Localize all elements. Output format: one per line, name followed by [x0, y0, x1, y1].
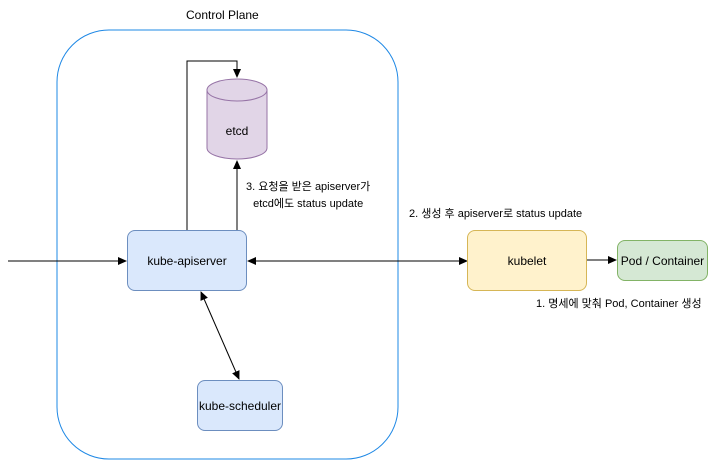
- control-plane-container: [56, 29, 399, 460]
- step3-note-line1: 3. 요청을 받은 apiserver가: [246, 181, 371, 193]
- pod-container-label: Pod / Container: [620, 253, 705, 268]
- step3-note-line2: etcd에도 status update: [253, 198, 364, 210]
- kubelet-node[interactable]: kubelet: [467, 230, 587, 291]
- step1-note: 1. 명세에 맞춰 Pod, Container 생성: [536, 298, 702, 310]
- etcd-cylinder[interactable]: [206, 78, 268, 160]
- step2-note: 2. 생성 후 apiserver로 status update: [409, 208, 583, 220]
- connector-apiserver-scheduler: [200, 291, 240, 380]
- kube-scheduler-label: kube-scheduler: [198, 398, 282, 413]
- kubelet-label: kubelet: [507, 253, 547, 268]
- connector-apiserver-to-etcd-loop: [186, 60, 241, 230]
- kube-apiserver-node[interactable]: kube-apiserver: [127, 230, 247, 291]
- control-plane-label: Control Plane: [186, 8, 259, 22]
- step3-note: 3. 요청을 받은 apiserver가 etcd에도 status updat…: [246, 179, 370, 213]
- etcd-label: etcd: [225, 124, 249, 138]
- kube-apiserver-label: kube-apiserver: [147, 253, 227, 268]
- pod-container-node[interactable]: Pod / Container: [617, 240, 708, 281]
- kube-scheduler-node[interactable]: kube-scheduler: [197, 380, 283, 431]
